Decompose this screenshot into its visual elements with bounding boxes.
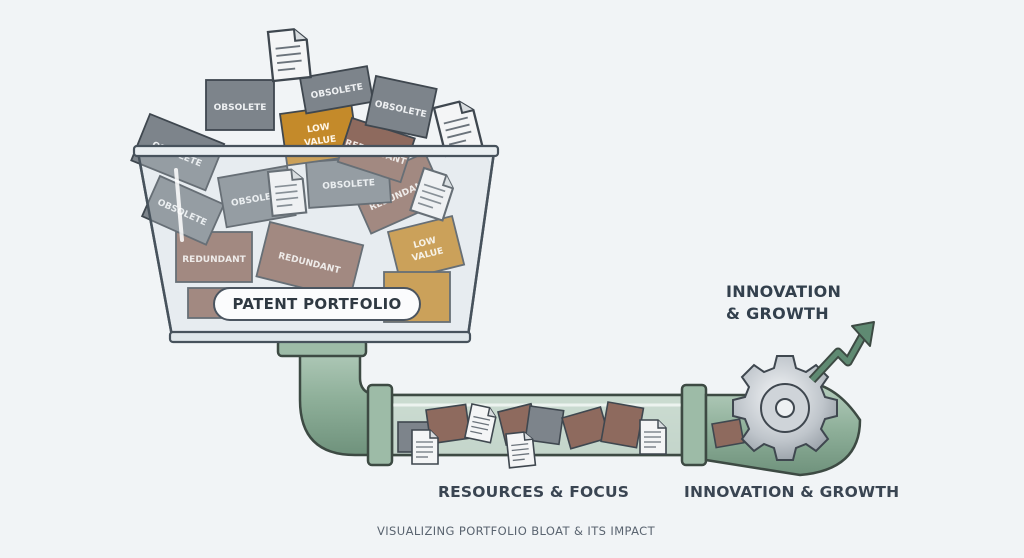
document-icon (412, 430, 438, 464)
innovation-growth-label: INNOVATION & GROWTH (684, 483, 899, 501)
innovation-growth-title: INNOVATION & GROWTH (726, 281, 841, 325)
innovation-title-line-1: INNOVATION (726, 281, 841, 303)
obsolete-box-label: OBSOLETE (214, 103, 267, 113)
document-icon (640, 420, 666, 454)
document-icon (268, 28, 311, 81)
innovation-title-line-2: & GROWTH (726, 303, 841, 325)
patent-portfolio-label: PATENT PORTFOLIO (213, 287, 421, 321)
growth-arrow-icon (812, 322, 874, 380)
diagram-caption: VISUALIZING PORTFOLIO BLOAT & ITS IMPACT (377, 524, 655, 538)
resources-focus-label: RESOURCES & FOCUS (438, 483, 629, 501)
